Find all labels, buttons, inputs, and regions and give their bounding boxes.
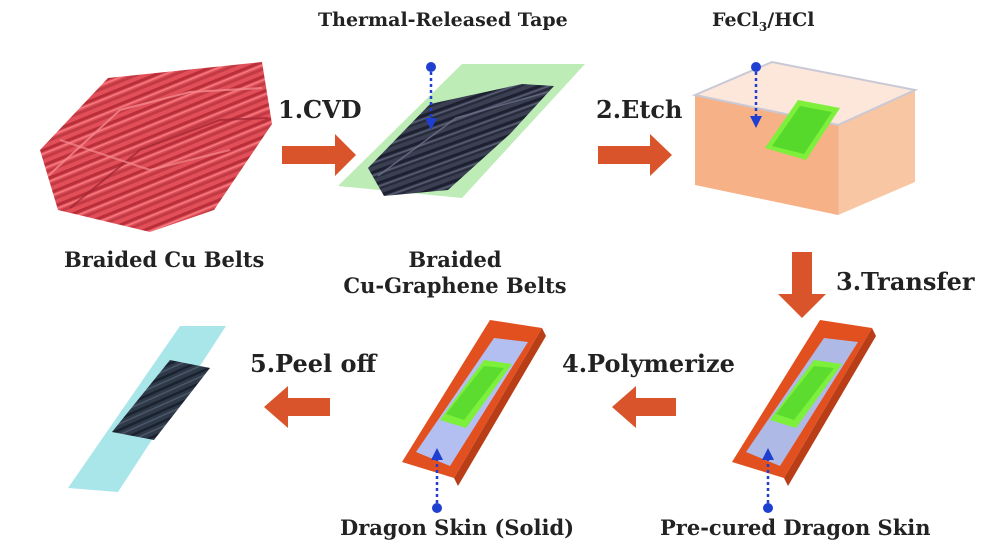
cu-graphene-belts-label-line2: Cu-Graphene Belts: [343, 273, 567, 298]
pointer-dragon-skin-solid: [431, 448, 443, 513]
braided-label-line1: Braided: [408, 247, 502, 272]
step-polymerize-label: 4.Polymerize: [562, 349, 735, 378]
arrow-transfer: [778, 252, 826, 318]
pointer-fecl3-hcl: [750, 62, 762, 128]
fecl3-hcl-label: FeCl3/HCl: [712, 9, 815, 34]
polymerized-mold-illustration: [402, 320, 546, 486]
arrow-polymerize: [612, 386, 676, 428]
cu-graphene-on-tape-illustration: [338, 64, 585, 198]
step-transfer-label: 3.Transfer: [836, 267, 975, 296]
arrow-cvd: [282, 134, 356, 176]
precured-mold-illustration: [732, 320, 876, 486]
thermal-tape-label: Thermal-Released Tape: [318, 9, 568, 31]
pointer-precured-dragon-skin: [762, 448, 774, 513]
pointer-thermal-tape: [425, 62, 437, 130]
precured-dragon-skin-label: Pre-cured Dragon Skin: [660, 515, 931, 540]
braided-cu-belts-illustration: [40, 62, 272, 232]
step-cvd-label: 1.CVD: [278, 95, 362, 124]
arrow-peel-off: [264, 386, 330, 428]
arrow-etch: [598, 134, 672, 176]
dragon-skin-solid-label: Dragon Skin (Solid): [340, 515, 575, 540]
etchant-bath-illustration: [691, 60, 919, 215]
step-peel-off-label: 5.Peel off: [250, 349, 377, 378]
braided-cu-belts-label: Braided Cu Belts: [64, 247, 265, 272]
peeled-film-illustration: [68, 326, 226, 492]
step-etch-label: 2.Etch: [596, 95, 683, 124]
